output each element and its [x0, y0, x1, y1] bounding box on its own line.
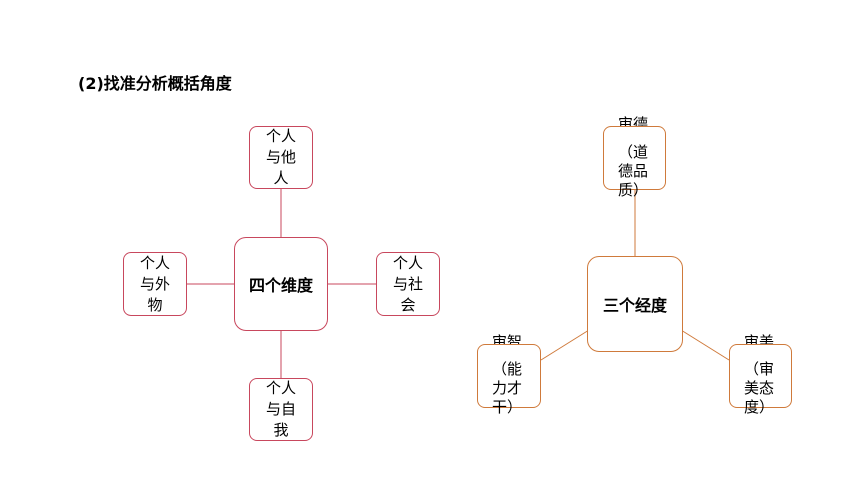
node-detail-aesthetic: （审美态度）	[744, 360, 775, 416]
connector-left-right	[540, 329, 590, 361]
node-moral-quality	[603, 126, 666, 190]
center-node-three-longitudes: 三个经度	[587, 256, 683, 352]
center-node-label: 四个维度	[248, 276, 313, 295]
node-label: 个人与他人	[265, 127, 296, 187]
section-heading: (2)找准分析概括角度	[78, 74, 232, 93]
node-detail-intellect: （能力才干）	[492, 360, 523, 416]
center-node-label: 三个经度	[602, 296, 667, 315]
node-detail-moral: （道德品质）	[618, 143, 649, 199]
node-label: 个人与社会	[392, 253, 423, 314]
connector-right-right	[680, 329, 730, 361]
center-node-four-dimensions: 四个维度	[234, 237, 328, 331]
node-individual-and-self: 个人与自我	[249, 378, 313, 441]
node-individual-and-others: 个人与他人	[249, 126, 313, 189]
node-individual-and-objects: 个人与外物	[123, 252, 187, 316]
node-label: 个人与外物	[139, 253, 170, 314]
node-label: 个人与自我	[265, 379, 296, 439]
node-individual-and-society: 个人与社会	[376, 252, 440, 316]
node-aesthetic-attitude	[729, 344, 792, 408]
node-ability-talent	[477, 344, 541, 408]
